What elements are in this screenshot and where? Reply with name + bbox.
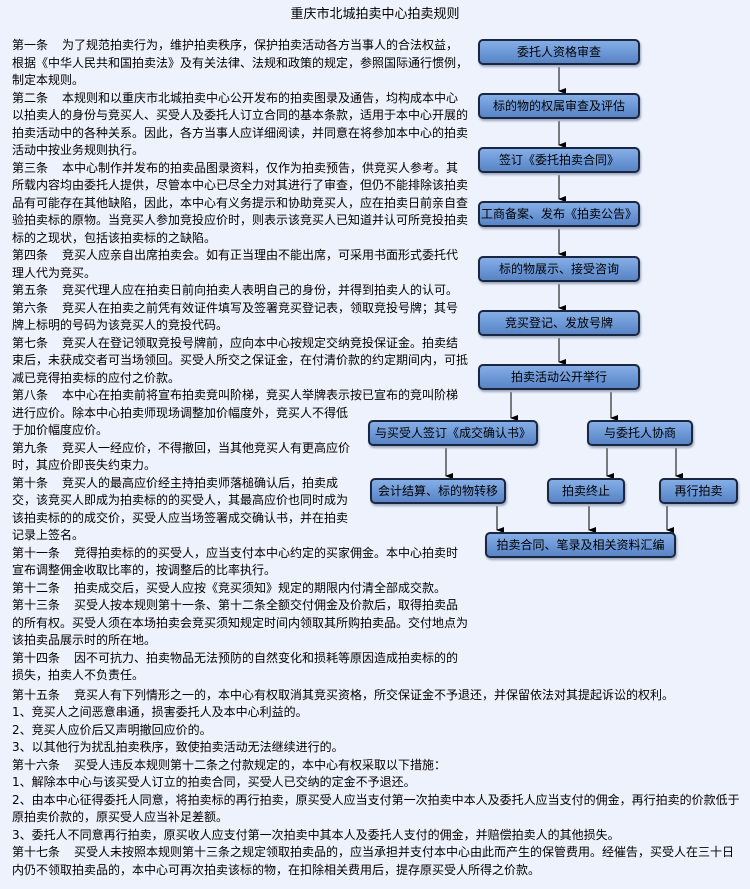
article-number: 第十七条 <box>12 845 61 859</box>
article-text: 竞买人在拍卖之前凭有效证件填写及签署竞买登记表，领取竞投号牌；其号牌上标明的号码… <box>12 300 459 333</box>
article-number: 第十三条 <box>12 598 61 612</box>
article-number: 第七条 <box>12 335 49 350</box>
article-text: 2、由本中心征得委托人同意，将拍卖标的再行拍卖，原买受人应当支付第一次拍卖中本人… <box>12 792 740 825</box>
article-text: 本中心在拍卖前将宣布拍卖竞叫阶梯，竞买人举牌表示按已宣布的竞叫阶梯进行应价。除本… <box>12 388 459 437</box>
flow-step-1: 委托人资格审查 <box>478 39 640 65</box>
article-text: 竞买人的最高应价经主持拍卖师落槌确认后，拍卖成交，该竞买人即成为拍卖标的的买受人… <box>12 475 349 543</box>
article-text: 因不可抗力、拍卖物品无法预防的自然变化和损耗等原因造成拍卖标的的损失，拍卖人不负… <box>12 650 459 683</box>
article: 第二条本规则和以重庆市北城拍卖中心公开发布的拍卖图录及通告，均构成本中心以拍卖人… <box>12 90 470 160</box>
article-text: 买受人未按照本规则第十三条之规定领取拍卖品的，应当承担并支付本中心由此而产生的保… <box>12 845 735 877</box>
article-number: 第三条 <box>12 160 49 175</box>
rules-bottom: 第十五条竞买人有下列情形之一的，本中心有权取消其竞买资格，所交保证金不予退还，并… <box>12 687 742 880</box>
flow-archive: 拍卖合同、笔录及相关资料汇编 <box>485 532 676 558</box>
flow-terminate: 拍卖终止 <box>547 478 625 504</box>
article-text: 1、竞买人之间恶意串通，损害委托人及本中心利益的。 <box>12 705 308 719</box>
article-text: 竞买人在登记领取竞投号牌前，应向本中心按规定交纳竞投保证金。拍卖结束后，未获成交… <box>12 335 469 385</box>
article-clause: 2、竞买人应价后又声明撤回应价的。 <box>12 722 742 740</box>
flow-step-7: 拍卖活动公开举行 <box>478 364 640 390</box>
article-text: 3、委托人不同意再行拍卖，原买收人应支付第一次拍卖中其本人及委托人支付的佣金，并… <box>12 827 620 842</box>
article-number: 第四条 <box>12 248 49 262</box>
article-number: 第一条 <box>12 38 49 52</box>
article: 第十二条拍卖成交后，买受人应按《竞买须知》规定的期限内付清全部成交款。 <box>12 580 470 598</box>
article: 第十六条买受人违反本规则第十二条之付款规定的，本中心有权采取以下措施： <box>12 757 742 775</box>
article: 第一条为了规范拍卖行为，维护拍卖秩序，保护拍卖活动各方当事人的合法权益，根据《中… <box>12 37 470 90</box>
article: 第十四条因不可抗力、拍卖物品无法预防的自然变化和损耗等原因造成拍卖标的的损失，拍… <box>12 650 470 685</box>
article-text: 拍卖成交后，买受人应按《竞买须知》规定的期限内付清全部成交款。 <box>74 580 447 595</box>
article: 第八条本中心在拍卖前将宣布拍卖竞叫阶梯，竞买人举牌表示按已宣布的竞叫阶梯进行应价… <box>12 387 470 440</box>
article-text: 买受人按本规则第十一条、第十二条全额交付佣金及价款后，取得拍卖品的所有权。买受人… <box>12 598 469 647</box>
flow-step-6: 竞买登记、发放号牌 <box>478 310 640 336</box>
article-clause: 3、以其他行为扰乱拍卖秩序，致使拍卖活动无法继续进行的。 <box>12 739 742 757</box>
article-text: 3、以其他行为扰乱拍卖秩序，致使拍卖活动无法继续进行的。 <box>12 740 344 754</box>
article-text: 竞买人有下列情形之一的，本中心有权取消其竞买资格，所交保证金不予退还，并保留依法… <box>74 687 675 702</box>
article: 第十五条竞买人有下列情形之一的，本中心有权取消其竞买资格，所交保证金不予退还，并… <box>12 687 742 705</box>
article-number: 第九条 <box>12 440 49 455</box>
rules-column: 第一条为了规范拍卖行为，维护拍卖秩序，保护拍卖活动各方当事人的合法权益，根据《中… <box>12 0 470 685</box>
article: 第十一条竞得拍卖标的的买受人，应当支付本中心约定的买家佣金。本中心拍卖时宣布调整… <box>12 545 470 580</box>
article: 第四条竞买人应亲自出席拍卖会。如有正当理由不能出席，可采用书面形式委托代理人代为… <box>12 247 470 282</box>
article: 第十七条买受人未按照本规则第十三条之规定领取拍卖品的，应当承担并支付本中心由此而… <box>12 844 742 879</box>
article-clause: 1、竞买人之间恶意串通，损害委托人及本中心利益的。 <box>12 704 742 722</box>
article: 第十条竞买人的最高应价经主持拍卖师落槌确认后，拍卖成交，该竞买人即成为拍卖标的的… <box>12 475 470 545</box>
article: 第三条本中心制作并发布的拍卖品图录资料，仅作为拍卖预告，供竞买人参考。其所载内容… <box>12 160 470 248</box>
article-text: 为了规范拍卖行为，维护拍卖秩序，保护拍卖活动各方当事人的合法权益，根据《中华人民… <box>12 38 469 87</box>
article-number: 第十六条 <box>12 757 61 772</box>
article-number: 第十五条 <box>12 687 61 702</box>
article-clause: 1、解除本中心与该买受人订立的拍卖合同，买受人已交纳的定金不予退还。 <box>12 774 742 792</box>
article-number: 第六条 <box>12 300 49 315</box>
article-number: 第十二条 <box>12 580 61 595</box>
flow-settlement: 会计结算、标的物转移 <box>370 478 506 504</box>
article: 第十三条买受人按本规则第十一条、第十二条全额交付佣金及价款后，取得拍卖品的所有权… <box>12 597 470 650</box>
article-number: 第五条 <box>12 283 49 297</box>
article-text: 买受人违反本规则第十二条之付款规定的，本中心有权采取以下措施： <box>74 757 447 772</box>
flow-step-4: 工商备案、发布《拍卖公告》 <box>478 201 640 227</box>
article-text: 本中心制作并发布的拍卖品图录资料，仅作为拍卖预告，供竞买人参考。其所载内容均由委… <box>12 160 469 245</box>
flow-reauction: 再行拍卖 <box>659 478 738 504</box>
article-number: 第十一条 <box>12 545 61 560</box>
article: 第九条竞买人一经应价，不得撤回，当其他竞买人有更高应价时，其应价即丧失约束力。 <box>12 440 470 475</box>
article-number: 第八条 <box>12 388 49 402</box>
flowchart-arrows <box>445 67 683 533</box>
article-clause: 3、委托人不同意再行拍卖，原买收人应支付第一次拍卖中其本人及委托人支付的佣金，并… <box>12 827 742 845</box>
article-text: 本规则和以重庆市北城拍卖中心公开发布的拍卖图录及通告，均构成本中心以拍卖人的身份… <box>12 90 469 158</box>
article: 第六条竞买人在拍卖之前凭有效证件填写及签署竞买登记表，领取竞投号牌；其号牌上标明… <box>12 300 470 335</box>
flow-step-5: 标的物展示、接受咨询 <box>478 256 640 282</box>
arrow-lines <box>445 67 683 533</box>
article-text: 竞买人应亲自出席拍卖会。如有正当理由不能出席，可采用书面形式委托代理人代为竞买。 <box>12 248 459 280</box>
flow-negotiate: 与委托人协商 <box>587 420 693 446</box>
article: 第五条竞买代理人应在拍卖日前向拍卖人表明自己的身份，并得到拍卖人的认可。 <box>12 282 470 300</box>
article-number: 第十条 <box>12 475 49 490</box>
article-text: 2、竞买人应价后又声明撤回应价的。 <box>12 722 212 737</box>
flow-step-3: 签订《委托拍卖合同》 <box>478 147 640 173</box>
flow-sign-confirmation: 与买受人签订《成交确认书》 <box>368 420 538 446</box>
article-text: 竞买人一经应价，不得撤回，当其他竞买人有更高应价时，其应价即丧失约束力。 <box>12 440 351 473</box>
article-text: 1、解除本中心与该买受人订立的拍卖合同，买受人已交纳的定金不予退还。 <box>12 775 416 789</box>
article-clause: 2、由本中心征得委托人同意，将拍卖标的再行拍卖，原买受人应当支付第一次拍卖中本人… <box>12 792 742 827</box>
article-text: 竞得拍卖标的的买受人，应当支付本中心约定的买家佣金。本中心拍卖时宣布调整佣金收取… <box>12 545 459 578</box>
article-text: 竞买代理人应在拍卖日前向拍卖人表明自己的身份，并得到拍卖人的认可。 <box>62 283 459 297</box>
article-number: 第十四条 <box>12 650 61 665</box>
page-title: 重庆市北城拍卖中心拍卖规则 <box>290 7 460 22</box>
article-number: 第二条 <box>12 90 49 105</box>
article: 第七条竞买人在登记领取竞投号牌前，应向本中心按规定交纳竞投保证金。拍卖结束后，未… <box>12 335 470 388</box>
flow-step-2: 标的物的权属审查及评估 <box>478 93 640 119</box>
